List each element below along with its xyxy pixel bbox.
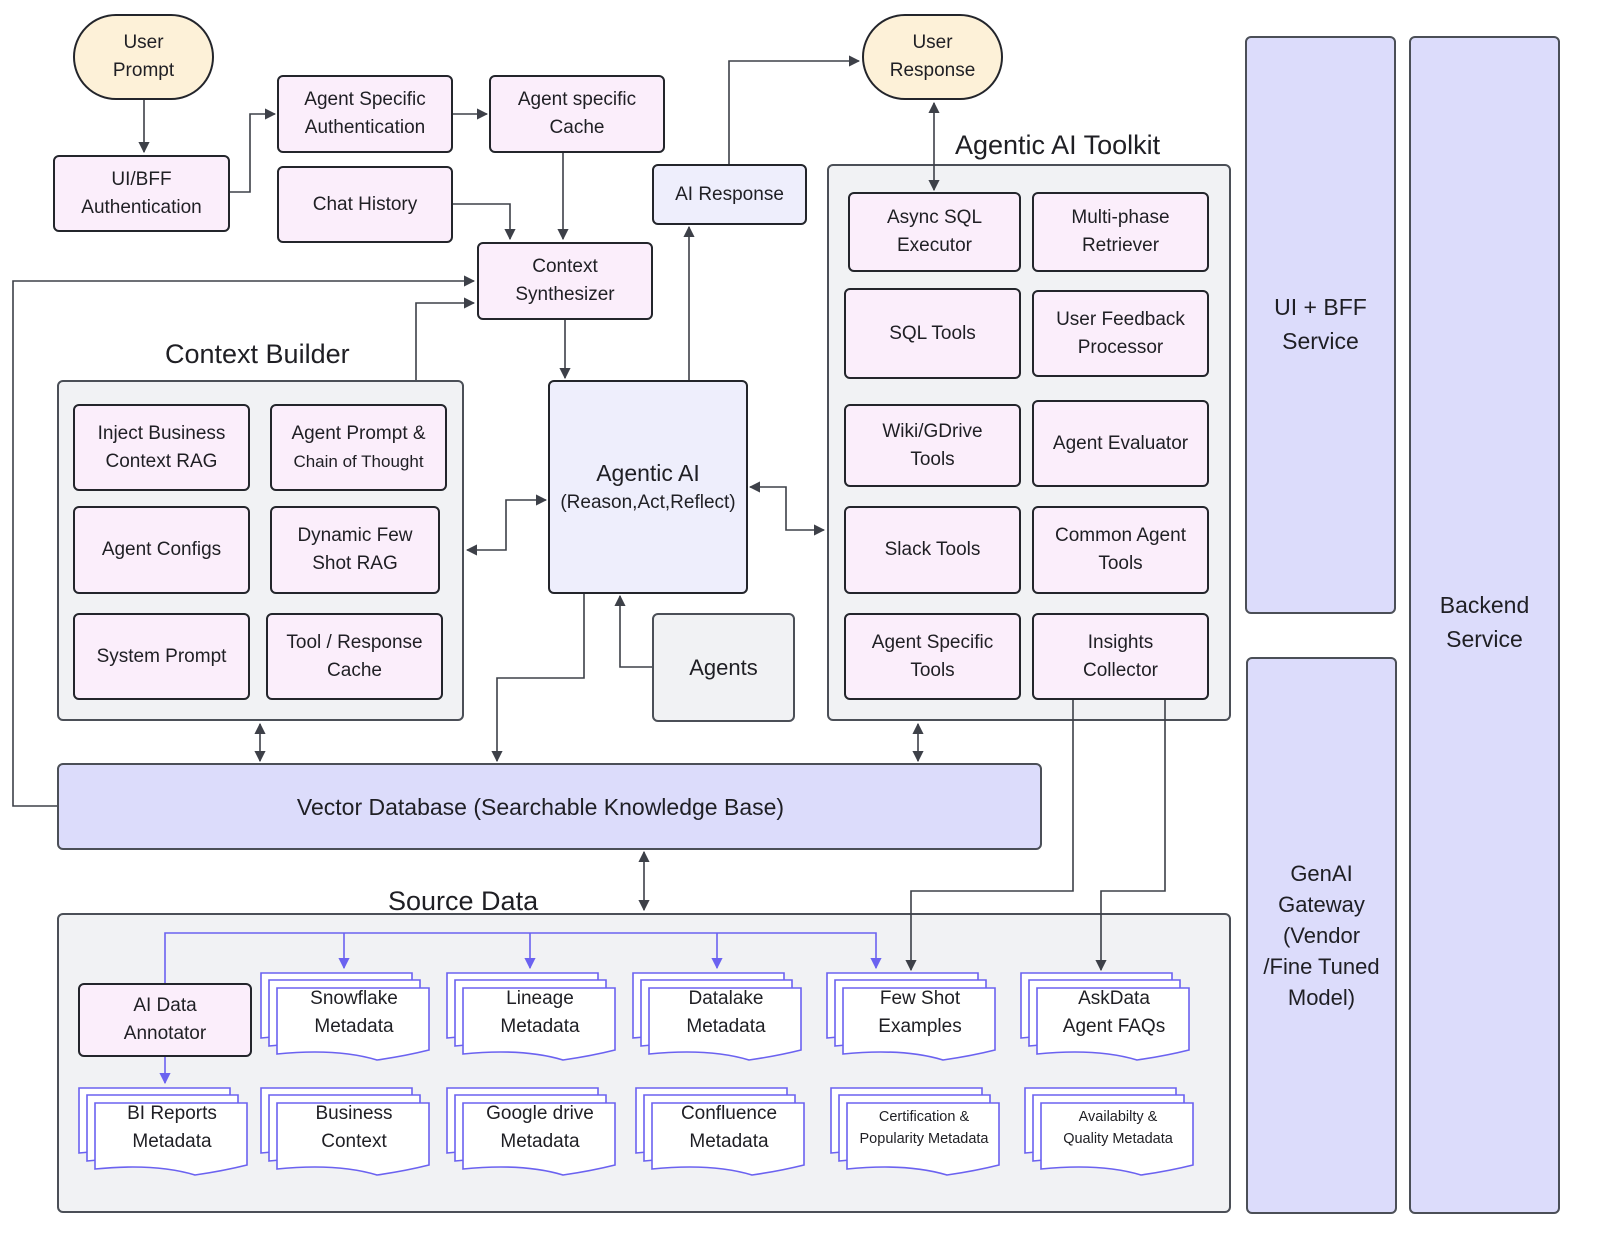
doc-availability-quality-metadata: Availabilty & Quality Metadata — [1024, 1087, 1194, 1181]
agentic-toolkit-title: Agentic AI Toolkit — [955, 130, 1161, 160]
sql-tools-node: SQL Tools — [844, 288, 1021, 379]
edge-airesponse-to-userresponse — [728, 55, 861, 164]
edge-agentic-to-vectordb — [491, 594, 585, 763]
doc-label: Business Context — [315, 1103, 393, 1152]
document-stack-icon — [260, 1087, 430, 1176]
system-prompt-node: System Prompt — [73, 613, 250, 700]
agent-prompt-chain-of-thought-node: Agent Prompt & Chain of Thought — [270, 404, 447, 491]
doc-lineage-metadata: Lineage Metadata — [446, 972, 616, 1066]
doc-bi-reports-metadata: BI Reports Metadata — [78, 1087, 248, 1181]
doc-label: Confluence Metadata — [680, 1103, 778, 1152]
agent-prompt-label: Agent Prompt & — [291, 422, 426, 444]
doc-label: Availabilty & Quality Metadata — [1063, 1109, 1173, 1147]
common-agent-tools-node: Common Agent Tools — [1032, 506, 1209, 594]
doc-snowflake-metadata: Snowflake Metadata — [260, 972, 430, 1066]
edge-agentic-contextbuilder — [465, 494, 548, 556]
doc-label: Lineage Metadata — [500, 988, 580, 1037]
doc-label: Few Shot Examples — [878, 988, 962, 1037]
doc-askdata-agent-faqs: AskData Agent FAQs — [1020, 972, 1190, 1066]
document-stack-icon — [446, 1087, 616, 1176]
async-sql-executor-node: Async SQL Executor — [848, 192, 1021, 272]
doc-few-shot-examples: Few Shot Examples — [826, 972, 996, 1066]
document-stack-icon — [826, 972, 996, 1061]
agent-specific-cache-node: Agent specific Cache — [489, 75, 665, 153]
agents-node: Agents — [652, 613, 795, 722]
doc-business-context: Business Context — [260, 1087, 430, 1181]
edge-agents-to-agentic — [614, 594, 652, 668]
context-synthesizer-node: Context Synthesizer — [477, 242, 653, 320]
ui-bff-service-panel: UI + BFF Service — [1245, 36, 1396, 614]
doc-label: Google drive Metadata — [486, 1103, 594, 1152]
agent-evaluator-node: Agent Evaluator — [1032, 400, 1209, 487]
ai-response-node: AI Response — [652, 164, 807, 225]
user-response-node: User Response — [862, 14, 1003, 100]
tool-response-cache-node: Tool / Response Cache — [266, 613, 443, 700]
doc-label: BI Reports Metadata — [127, 1103, 217, 1152]
agent-configs-node: Agent Configs — [73, 506, 250, 594]
slack-tools-node: Slack Tools — [844, 506, 1021, 594]
doc-label: Snowflake Metadata — [310, 988, 398, 1037]
ai-data-annotator-node: AI Data Annotator — [78, 983, 252, 1057]
source-data-title: Source Data — [388, 886, 539, 916]
ui-bff-authentication-node: UI/BFF Authentication — [53, 155, 230, 232]
agentic-ai-node: Agentic AI (Reason,Act,Reflect) — [548, 380, 748, 594]
document-stack-icon — [78, 1087, 248, 1176]
doc-label: AskData Agent FAQs — [1062, 988, 1166, 1037]
vector-database-node: Vector Database (Searchable Knowledge Ba… — [57, 763, 1042, 850]
context-builder-title: Context Builder — [165, 339, 350, 369]
doc-google-drive-metadata: Google drive Metadata — [446, 1087, 616, 1181]
user-prompt-node: User Prompt — [73, 14, 214, 100]
insights-collector-node: Insights Collector — [1032, 613, 1209, 700]
document-stack-icon — [635, 1087, 805, 1176]
multi-phase-retriever-node: Multi-phase Retriever — [1032, 192, 1209, 272]
agentic-ai-title: Agentic AI — [596, 460, 700, 486]
edge-uibff-to-agentauth — [230, 108, 277, 193]
wiki-gdrive-tools-node: Wiki/GDrive Tools — [844, 404, 1021, 487]
document-stack-icon — [830, 1087, 1000, 1176]
edge-chat-to-synth — [453, 203, 516, 241]
chat-history-node: Chat History — [277, 166, 453, 243]
doc-certification-popularity-metadata: Certification & Popularity Metadata — [830, 1087, 1000, 1181]
chain-of-thought-label: Chain of Thought — [293, 451, 424, 471]
document-stack-icon — [632, 972, 802, 1061]
doc-label: Datalake Metadata — [686, 988, 766, 1037]
agentic-ai-subtitle: (Reason,Act,Reflect) — [560, 492, 736, 513]
user-feedback-processor-node: User Feedback Processor — [1032, 290, 1209, 377]
agent-specific-tools-node: Agent Specific Tools — [844, 613, 1021, 700]
document-stack-icon — [1024, 1087, 1194, 1176]
dynamic-few-shot-rag-node: Dynamic Few Shot RAG — [270, 506, 440, 594]
inject-business-context-rag-node: Inject Business Context RAG — [73, 404, 250, 491]
doc-label: Certification & Popularity Metadata — [859, 1109, 989, 1147]
backend-service-panel: Backend Service — [1409, 36, 1560, 1214]
document-stack-icon — [1020, 972, 1190, 1061]
edge-contextbuilder-to-synth — [415, 297, 476, 380]
doc-datalake-metadata: Datalake Metadata — [632, 972, 802, 1066]
edge-agentic-toolkit — [748, 481, 826, 536]
genai-gateway-panel: GenAI Gateway (Vendor /Fine Tuned Model) — [1246, 657, 1397, 1214]
document-stack-icon — [446, 972, 616, 1061]
doc-confluence-metadata: Confluence Metadata — [635, 1087, 805, 1181]
document-stack-icon — [260, 972, 430, 1061]
agent-specific-authentication-node: Agent Specific Authentication — [277, 75, 453, 153]
